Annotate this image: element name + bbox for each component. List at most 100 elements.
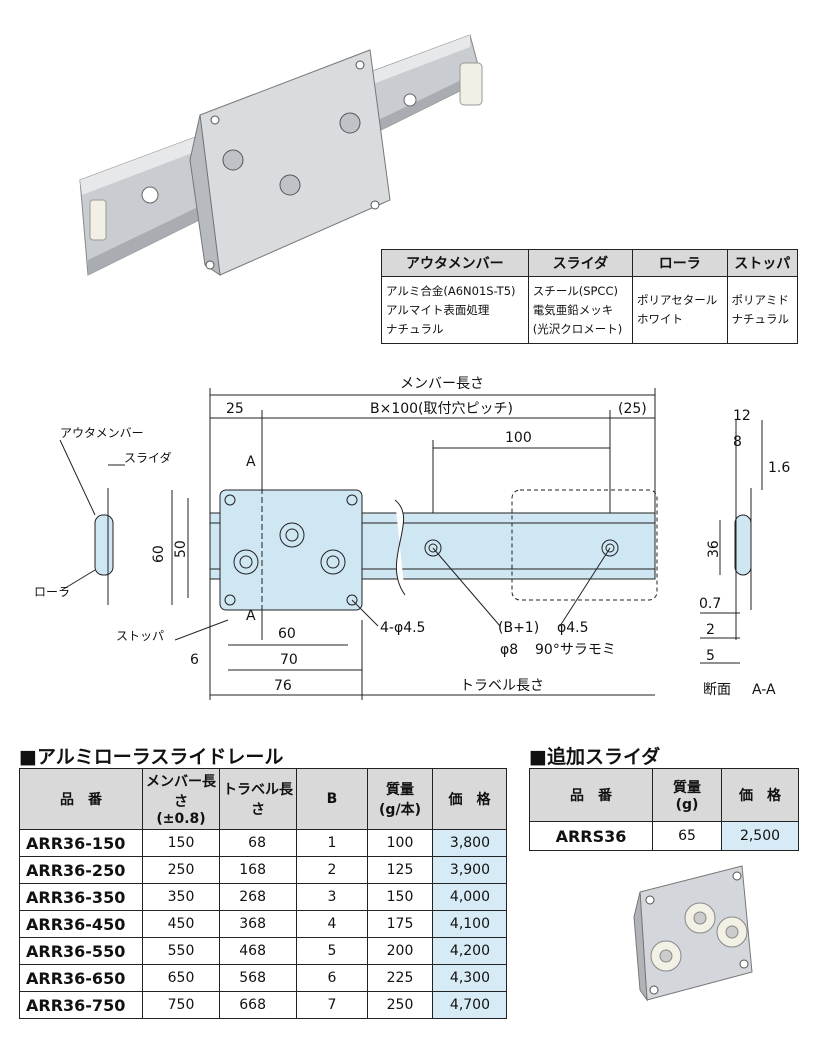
sec-dim-0-7: 0.7 (699, 596, 721, 612)
spec-member-length: 650 (142, 964, 220, 992)
technical-drawing: メンバー長さ 25 B×100(取付穴ピッチ) (25) 100 アウタメンバー… (34, 376, 790, 700)
spec-part-number: ARR36-150 (19, 829, 143, 857)
spec-travel-length: 568 (219, 964, 297, 992)
dim-25-left: 25 (226, 401, 244, 417)
dim-phi8: φ8 (500, 642, 518, 658)
sec-dim-8: 8 (733, 434, 742, 450)
spec-travel-length: 168 (219, 856, 297, 884)
spec-part-number: ARR36-550 (19, 937, 143, 965)
dim-b-plus-1: (B+1) (498, 620, 539, 636)
spec-mass: 225 (367, 964, 433, 992)
dim-6: 6 (190, 652, 199, 668)
mat-header-stopper: ストッパ (726, 249, 799, 277)
spec-header-mass: 質量 (g/本) (367, 768, 433, 830)
table-row: ARRS36 65 2,500 (529, 821, 799, 851)
sec-dim-2: 2 (706, 622, 715, 638)
add-header-price: 価 格 (721, 768, 799, 822)
dim-70: 70 (280, 652, 298, 668)
mat-header-slider: スライダ (527, 249, 634, 277)
spec-section-title: ■アルミローラスライドレール (19, 746, 284, 768)
spec-part-number: ARR36-450 (19, 910, 143, 938)
spec-b-value: 6 (296, 964, 368, 992)
spec-price: 3,900 (432, 856, 507, 884)
add-header-mass: 質量 (g) (652, 768, 722, 822)
section-label: 断面 (703, 682, 731, 698)
spec-member-length: 550 (142, 937, 220, 965)
dim-phi45: φ4.5 (557, 620, 589, 636)
spec-b-value: 7 (296, 991, 368, 1019)
dim-100: 100 (505, 430, 532, 446)
mat-outer-value: アルミ合金(A6N01S-T5) アルマイト表面処理 ナチュラル (381, 276, 529, 344)
mat-header-roller: ローラ (632, 249, 728, 277)
mat-roller-value: ポリアセタール ホワイト (632, 276, 728, 344)
material-table: アウタメンバー スライダ ローラ ストッパ アルミ合金(A6N01S-T5) ア… (381, 249, 799, 344)
product-photo-rail (79, 34, 483, 277)
dim-countersink: 90°サラモミ (535, 642, 616, 658)
mat-header-outer: アウタメンバー (381, 249, 529, 277)
spec-mass: 200 (367, 937, 433, 965)
spec-travel-length: 468 (219, 937, 297, 965)
spec-table: 品 番 メンバー長さ (±0.8) トラベル長さ B 質量 (g/本) 価 格 … (19, 768, 507, 1019)
spec-part-number: ARR36-250 (19, 856, 143, 884)
label-slider: スライダ (124, 450, 172, 465)
spec-price: 4,300 (432, 964, 507, 992)
spec-travel-length: 268 (219, 883, 297, 911)
spec-b-value: 1 (296, 829, 368, 857)
spec-member-length: 150 (142, 829, 220, 857)
spec-header-part: 品 番 (19, 768, 143, 830)
spec-mass: 175 (367, 910, 433, 938)
spec-b-value: 2 (296, 856, 368, 884)
dim-25-right: (25) (618, 401, 647, 417)
spec-mass: 150 (367, 883, 433, 911)
dim-76: 76 (274, 678, 292, 694)
spec-price: 3,800 (432, 829, 507, 857)
spec-header-price: 価 格 (432, 768, 507, 830)
dim-member-length: メンバー長さ (400, 376, 484, 392)
section-mark-top: A (246, 454, 256, 470)
spec-price: 4,100 (432, 910, 507, 938)
dim-50: 50 (173, 540, 189, 558)
add-header-part: 品 番 (529, 768, 653, 822)
sec-dim-36: 36 (706, 540, 722, 558)
add-mass: 65 (652, 821, 722, 851)
spec-member-length: 250 (142, 856, 220, 884)
spec-price: 4,700 (432, 991, 507, 1019)
spec-b-value: 5 (296, 937, 368, 965)
sec-dim-12: 12 (733, 408, 751, 424)
mat-slider-value: スチール(SPCC) 電気亜鉛メッキ (光沢クロメート) (527, 276, 634, 344)
spec-travel-length: 368 (219, 910, 297, 938)
spec-mass: 250 (367, 991, 433, 1019)
spec-member-length: 450 (142, 910, 220, 938)
spec-header-length: メンバー長さ (±0.8) (142, 768, 220, 830)
spec-member-length: 350 (142, 883, 220, 911)
mat-stopper-value: ポリアミド ナチュラル (726, 276, 799, 344)
add-part-number: ARRS36 (529, 821, 653, 851)
spec-part-number: ARR36-350 (19, 883, 143, 911)
section-mark-bottom: A (246, 608, 256, 624)
add-price: 2,500 (721, 821, 799, 851)
dim-pitch: B×100(取付穴ピッチ) (370, 401, 513, 417)
additional-slider-table: 品 番 質量 (g) 価 格 ARRS36 65 2,500 (529, 768, 799, 851)
dim-60-height: 60 (151, 545, 167, 563)
spec-travel-length: 668 (219, 991, 297, 1019)
label-stopper: ストッパ (116, 629, 164, 643)
label-roller: ローラ (34, 585, 70, 599)
spec-member-length: 750 (142, 991, 220, 1019)
spec-header-b: B (296, 768, 368, 830)
spec-mass: 125 (367, 856, 433, 884)
sec-dim-1-6: 1.6 (768, 460, 790, 476)
add-section-title: ■追加スライダ (529, 746, 661, 768)
spec-mass: 100 (367, 829, 433, 857)
dim-travel: トラベル長さ (460, 678, 544, 694)
spec-part-number: ARR36-650 (19, 964, 143, 992)
spec-part-number: ARR36-750 (19, 991, 143, 1019)
spec-price: 4,200 (432, 937, 507, 965)
spec-b-value: 4 (296, 910, 368, 938)
